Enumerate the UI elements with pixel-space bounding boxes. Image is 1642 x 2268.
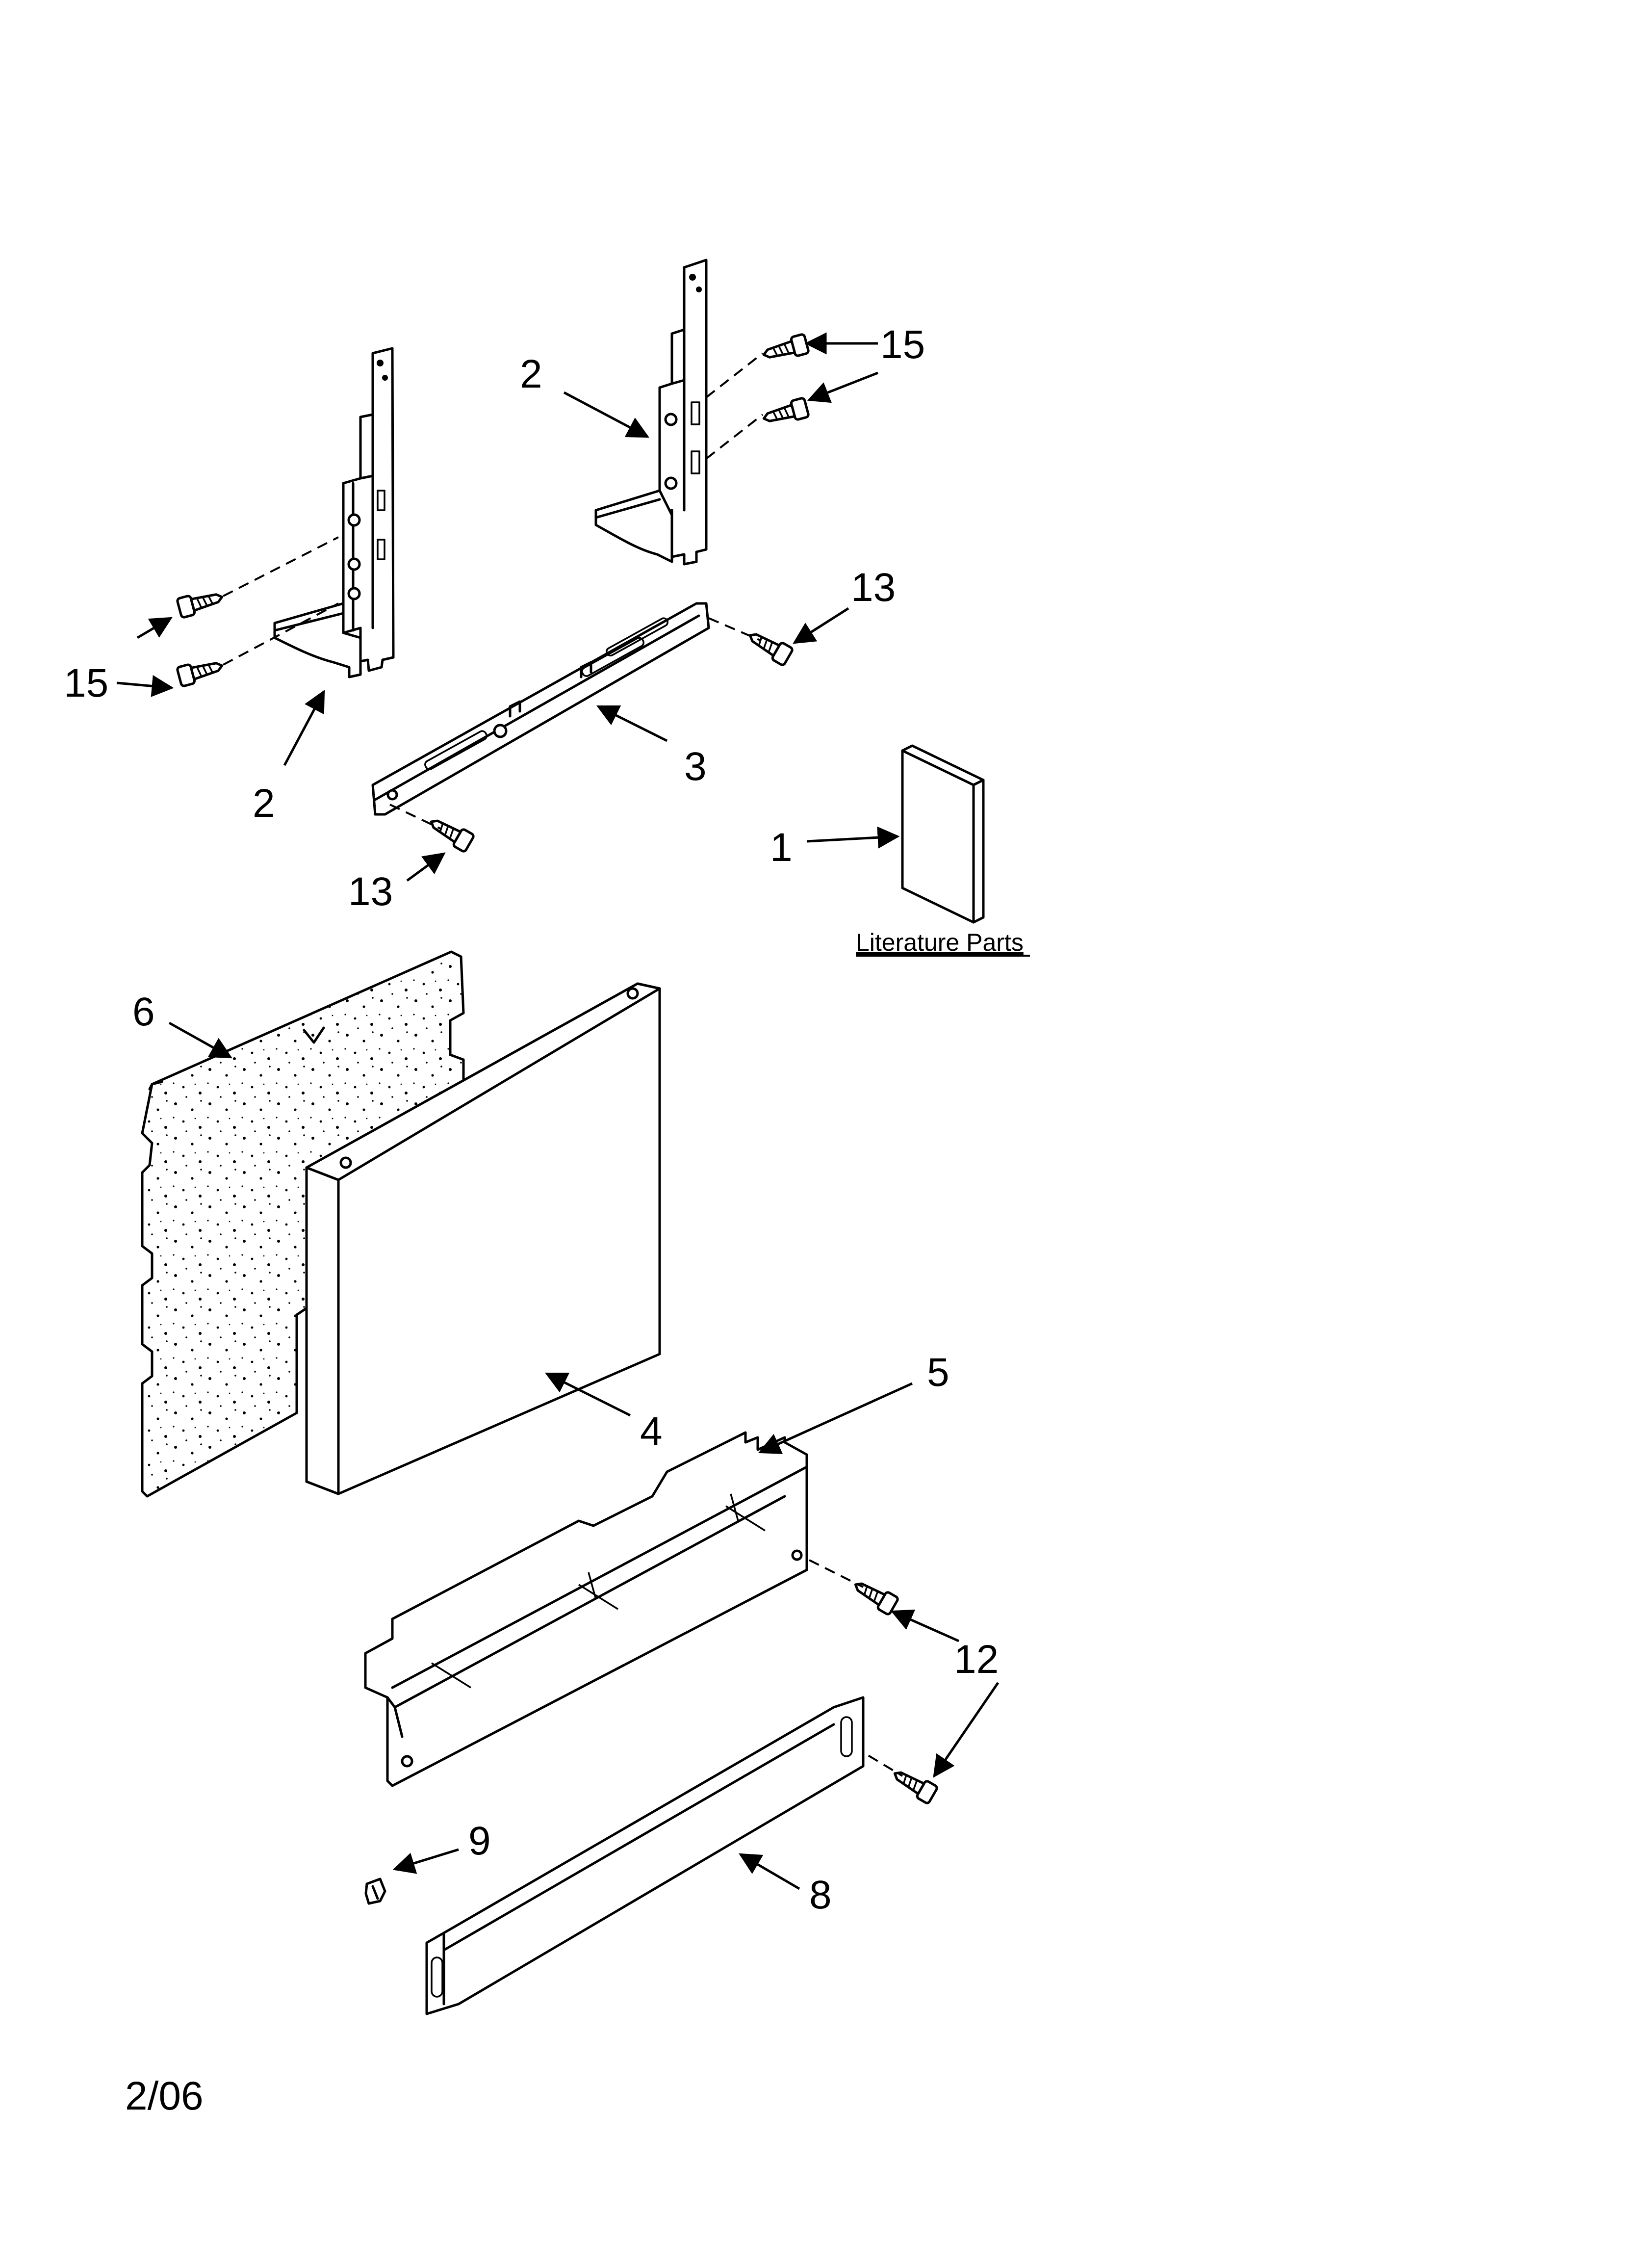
callout-3: 3 xyxy=(684,744,707,789)
leader-arrows xyxy=(116,332,1000,1890)
callout-8: 8 xyxy=(809,1873,832,1917)
screw-icon xyxy=(176,662,224,687)
callout-15-right: 15 xyxy=(880,322,925,367)
callout-5: 5 xyxy=(927,1350,949,1395)
callout-9: 9 xyxy=(468,1819,491,1863)
callout-13-right: 13 xyxy=(851,565,896,610)
kick-plate xyxy=(425,1696,865,2015)
screw-icon xyxy=(762,333,810,359)
callout-4: 4 xyxy=(640,1409,663,1454)
callout-12: 12 xyxy=(954,1637,999,1682)
callout-1: 1 xyxy=(770,825,793,870)
door-hinge-bracket-right xyxy=(594,259,708,566)
screw-icon xyxy=(893,1771,938,1804)
screw-icon xyxy=(762,397,810,422)
callout-15-left: 15 xyxy=(64,661,108,705)
panel-icon xyxy=(305,982,661,1495)
callout-13-left: 13 xyxy=(348,869,393,914)
door-mounting-rail xyxy=(371,602,710,816)
screw-icon xyxy=(430,819,475,853)
date-code: 2/06 xyxy=(125,2074,204,2118)
literature-parts-label: Literature Parts xyxy=(856,929,1024,956)
screw-icon xyxy=(176,593,224,619)
screw-icon xyxy=(854,1582,899,1616)
door-hinge-bracket-left xyxy=(273,347,395,678)
clip-icon xyxy=(364,1877,386,1905)
toe-panel-bracket xyxy=(364,1431,808,1787)
insulation-icon xyxy=(141,950,465,1498)
callout-6: 6 xyxy=(132,990,155,1034)
screw-icon xyxy=(748,633,794,666)
callout-2-right: 2 xyxy=(520,352,542,396)
assembly-lines xyxy=(223,352,903,1777)
manual-booklet-icon xyxy=(901,744,985,924)
callout-2-left: 2 xyxy=(253,781,275,826)
